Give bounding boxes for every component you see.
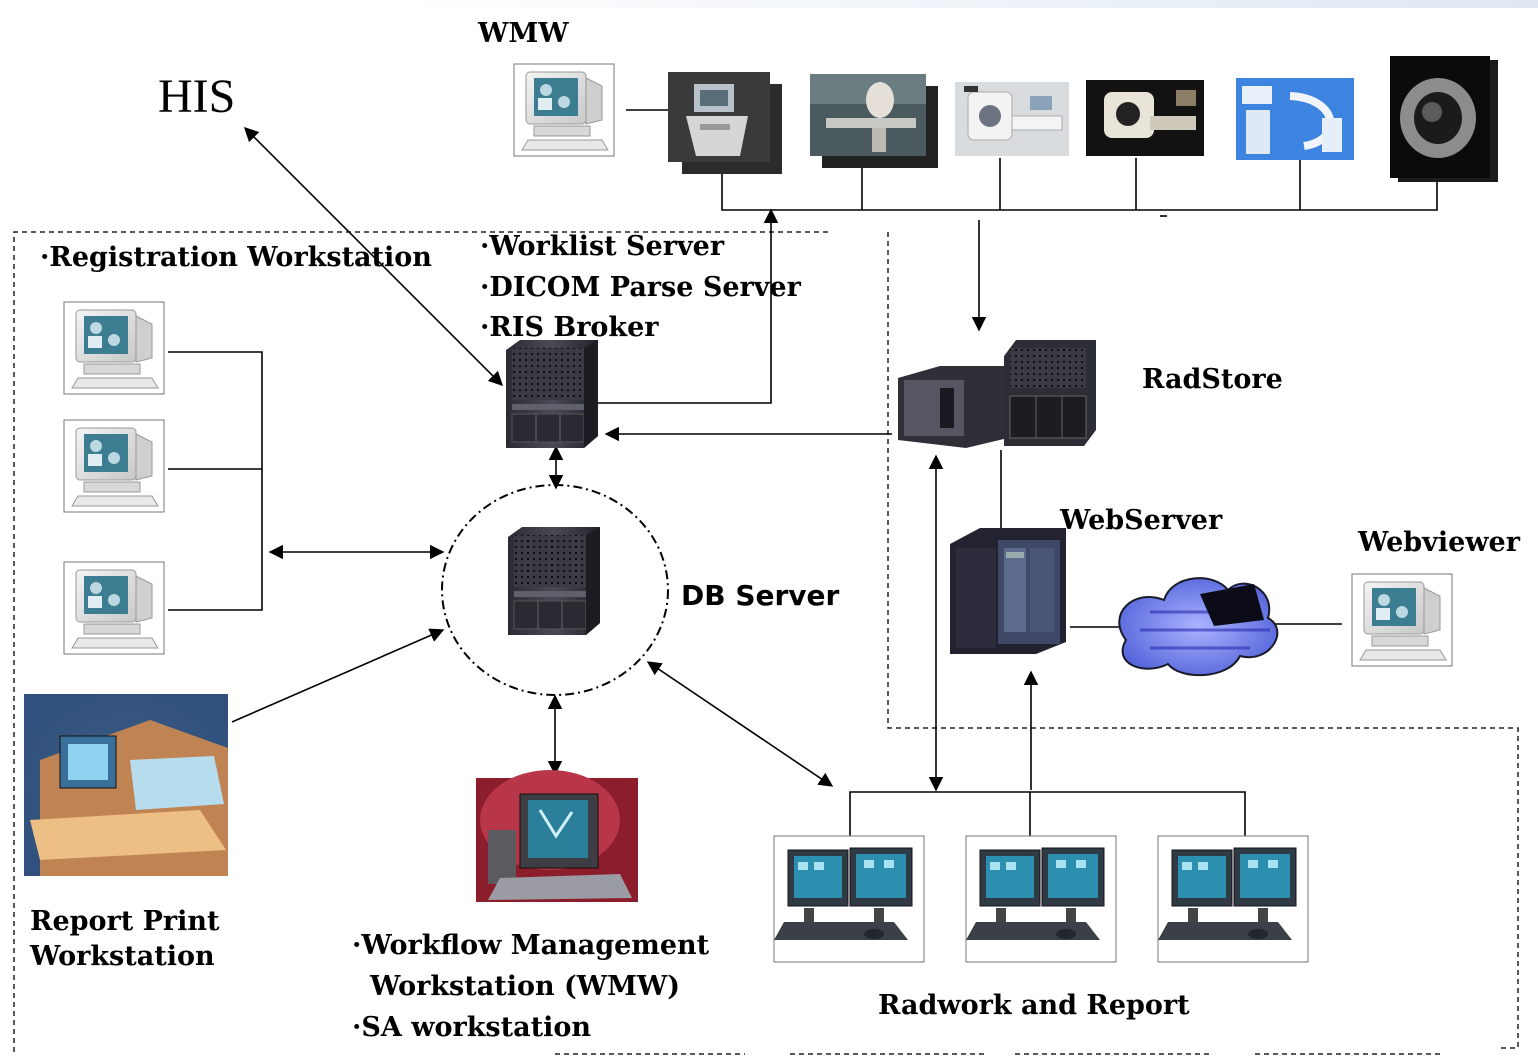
pet-scanner-icon — [1390, 56, 1498, 182]
webserver-label: WebServer — [1060, 505, 1223, 536]
ct-modality-icon — [955, 82, 1069, 156]
mr-modality-icon — [1086, 80, 1204, 156]
report-print-line-2: Workstation — [30, 941, 215, 973]
c-arm-modality-icon — [1236, 78, 1354, 160]
dual-monitor-workstation-icon — [773, 835, 925, 963]
xray-room-modality-icon — [810, 74, 938, 168]
dicom-parse-server-label: ·DICOM Parse Server — [480, 272, 801, 303]
db-server-boundary — [441, 484, 669, 696]
his-label: HIS — [158, 70, 236, 123]
dual-monitor-workstation-icon — [1157, 835, 1309, 963]
server-icon — [507, 526, 601, 636]
registration-workstation-label: ·Registration Workstation — [40, 242, 432, 273]
wmw-label-line-2: Workstation (WMW) — [370, 971, 681, 1002]
workstation-icon — [63, 419, 165, 513]
report-print-workstation-label: Report Print Workstation — [30, 904, 220, 974]
radwork-and-report-label: Radwork and Report — [878, 990, 1190, 1021]
print-workstation-icon — [24, 694, 228, 876]
top-gradient-band — [400, 0, 1538, 8]
workstation-icon — [1351, 573, 1453, 667]
ultrasound-modality-icon — [668, 72, 782, 174]
report-print-line-1: Report Print — [30, 906, 220, 937]
network-cloud-icon — [1118, 577, 1279, 677]
connector-lines — [168, 109, 1438, 836]
dual-monitor-workstation-icon — [965, 835, 1117, 963]
sa-workstation-label: ·SA workstation — [352, 1012, 591, 1043]
wmw-computer-icon — [476, 770, 638, 902]
radstore-label: RadStore — [1142, 364, 1283, 395]
workstation-icon — [63, 301, 165, 395]
wmw-label-line-1: ·Workflow Management — [352, 930, 710, 961]
tower-server-icon — [950, 528, 1066, 654]
ris-broker-label: ·RIS Broker — [480, 312, 659, 343]
workstation-icon — [63, 561, 165, 655]
server-icon — [505, 339, 599, 449]
webviewer-label: Webviewer — [1358, 527, 1520, 558]
dashed-boundary — [13, 231, 1519, 1055]
wmw-top-label: WMW — [478, 18, 569, 49]
db-server-label: DB Server — [681, 579, 840, 612]
storage-server-icon — [898, 340, 1096, 448]
worklist-server-label: ·Worklist Server — [480, 231, 725, 262]
workstation-icon — [513, 63, 615, 157]
